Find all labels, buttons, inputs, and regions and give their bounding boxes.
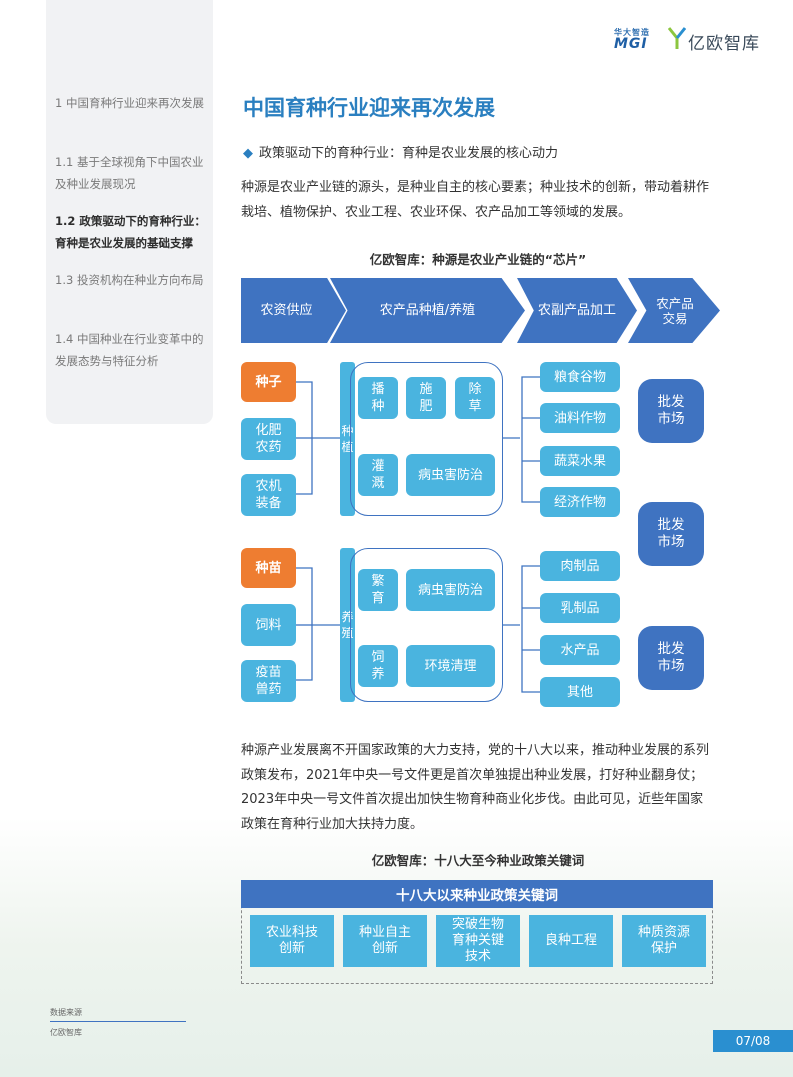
- chain-step-processing: 农副产品加工: [517, 278, 637, 343]
- input-seedling: 种苗: [241, 548, 296, 588]
- step-feeding: 饲养: [358, 645, 398, 687]
- breeding-outline: [350, 548, 503, 702]
- page-number: 07/08: [713, 1030, 793, 1052]
- toc-item-1-1[interactable]: 1.1 基于全球视角下中国农业及种业发展现况: [55, 155, 204, 191]
- chain-step-cultivation: 农产品种植/养殖: [330, 278, 525, 343]
- output-other: 其他: [540, 677, 620, 707]
- keyword-biotech-breeding: 突破生物育种关键技术: [436, 915, 520, 967]
- keyword-seed-innovation: 种业自主创新: [343, 915, 427, 967]
- step-disease-control: 病虫害防治: [406, 569, 495, 611]
- mgi-logo-tagline: 华大智造: [614, 28, 650, 37]
- output-dairy: 乳制品: [540, 593, 620, 623]
- chain-step-supply: 农资供应: [241, 278, 346, 343]
- toc-item-1-4[interactable]: 1.4 中国种业在行业变革中的发展态势与特征分析: [55, 332, 204, 368]
- input-feed: 饲料: [241, 604, 296, 646]
- yiou-logo: 亿欧智库: [688, 34, 760, 54]
- planting-outline: [350, 362, 503, 516]
- footer-source-label: 数据来源: [50, 1008, 82, 1017]
- figure-caption-policy: 亿欧智库：十八大至今种业政策关键词: [371, 853, 585, 868]
- diamond-icon: ◆: [243, 146, 253, 161]
- output-vegetables: 蔬菜水果: [540, 446, 620, 476]
- intro-paragraph: 种源是农业产业链的源头，是种业自主的核心要素；种业技术的创新，带动着耕作栽培、植…: [241, 180, 710, 220]
- step-fertilizing: 施肥: [406, 377, 446, 419]
- output-grain: 粮食谷物: [540, 362, 620, 392]
- step-sowing: 播种: [358, 377, 398, 419]
- footer-divider: [50, 1021, 186, 1022]
- output-meat: 肉制品: [540, 551, 620, 581]
- toc-sidebar: 1 中国育种行业迎来再次发展 1.1 基于全球视角下中国农业及种业发展现况 1.…: [46, 0, 213, 424]
- market-wholesale-1: 批发市场: [638, 379, 704, 443]
- input-vaccine: 疫苗兽药: [241, 660, 296, 702]
- market-wholesale-2: 批发市场: [638, 502, 704, 566]
- step-reproduction: 繁育: [358, 569, 398, 611]
- step-irrigation: 灌溉: [358, 454, 398, 496]
- step-pest-control: 病虫害防治: [406, 454, 495, 496]
- toc-item-1-3[interactable]: 1.3 投资机构在种业方向布局: [55, 273, 204, 287]
- keyword-agri-tech: 农业科技创新: [250, 915, 334, 967]
- figure-caption-chain: 亿欧智库：种源是农业产业链的“芯片”: [369, 252, 587, 267]
- market-wholesale-3: 批发市场: [638, 626, 704, 690]
- toc-item-1-2[interactable]: 1.2 政策驱动下的育种行业：育种是农业发展的基础支撑: [55, 214, 206, 250]
- output-cash-crops: 经济作物: [540, 487, 620, 517]
- bullet-text: 政策驱动下的育种行业：育种是农业发展的核心动力: [259, 146, 559, 161]
- section-bullet: ◆ 政策驱动下的育种行业：育种是农业发展的核心动力: [243, 142, 558, 161]
- yiou-logo-icon: [668, 27, 686, 49]
- keyword-germplasm: 种质资源保护: [622, 915, 706, 967]
- policy-paragraph: 种源产业发展离不开国家政策的大力支持，党的十八大以来，推动种业发展的系列政策发布…: [241, 743, 710, 832]
- keywords-title: 十八大以来种业政策关键词: [241, 880, 713, 908]
- toc-item-1[interactable]: 1 中国育种行业迎来再次发展: [55, 96, 204, 110]
- output-oil-crops: 油料作物: [540, 403, 620, 433]
- input-fertilizer: 化肥农药: [241, 418, 296, 460]
- input-machinery: 农机装备: [241, 474, 296, 516]
- input-seed: 种子: [241, 362, 296, 402]
- step-weeding: 除草: [455, 377, 495, 419]
- keyword-seed-project: 良种工程: [529, 915, 613, 967]
- page-title: 中国育种行业迎来再次发展: [243, 96, 495, 120]
- mgi-logo: MGI: [614, 36, 648, 52]
- step-cleaning: 环境清理: [406, 645, 495, 687]
- footer-source-name: 亿欧智库: [50, 1028, 82, 1037]
- output-aquatic: 水产品: [540, 635, 620, 665]
